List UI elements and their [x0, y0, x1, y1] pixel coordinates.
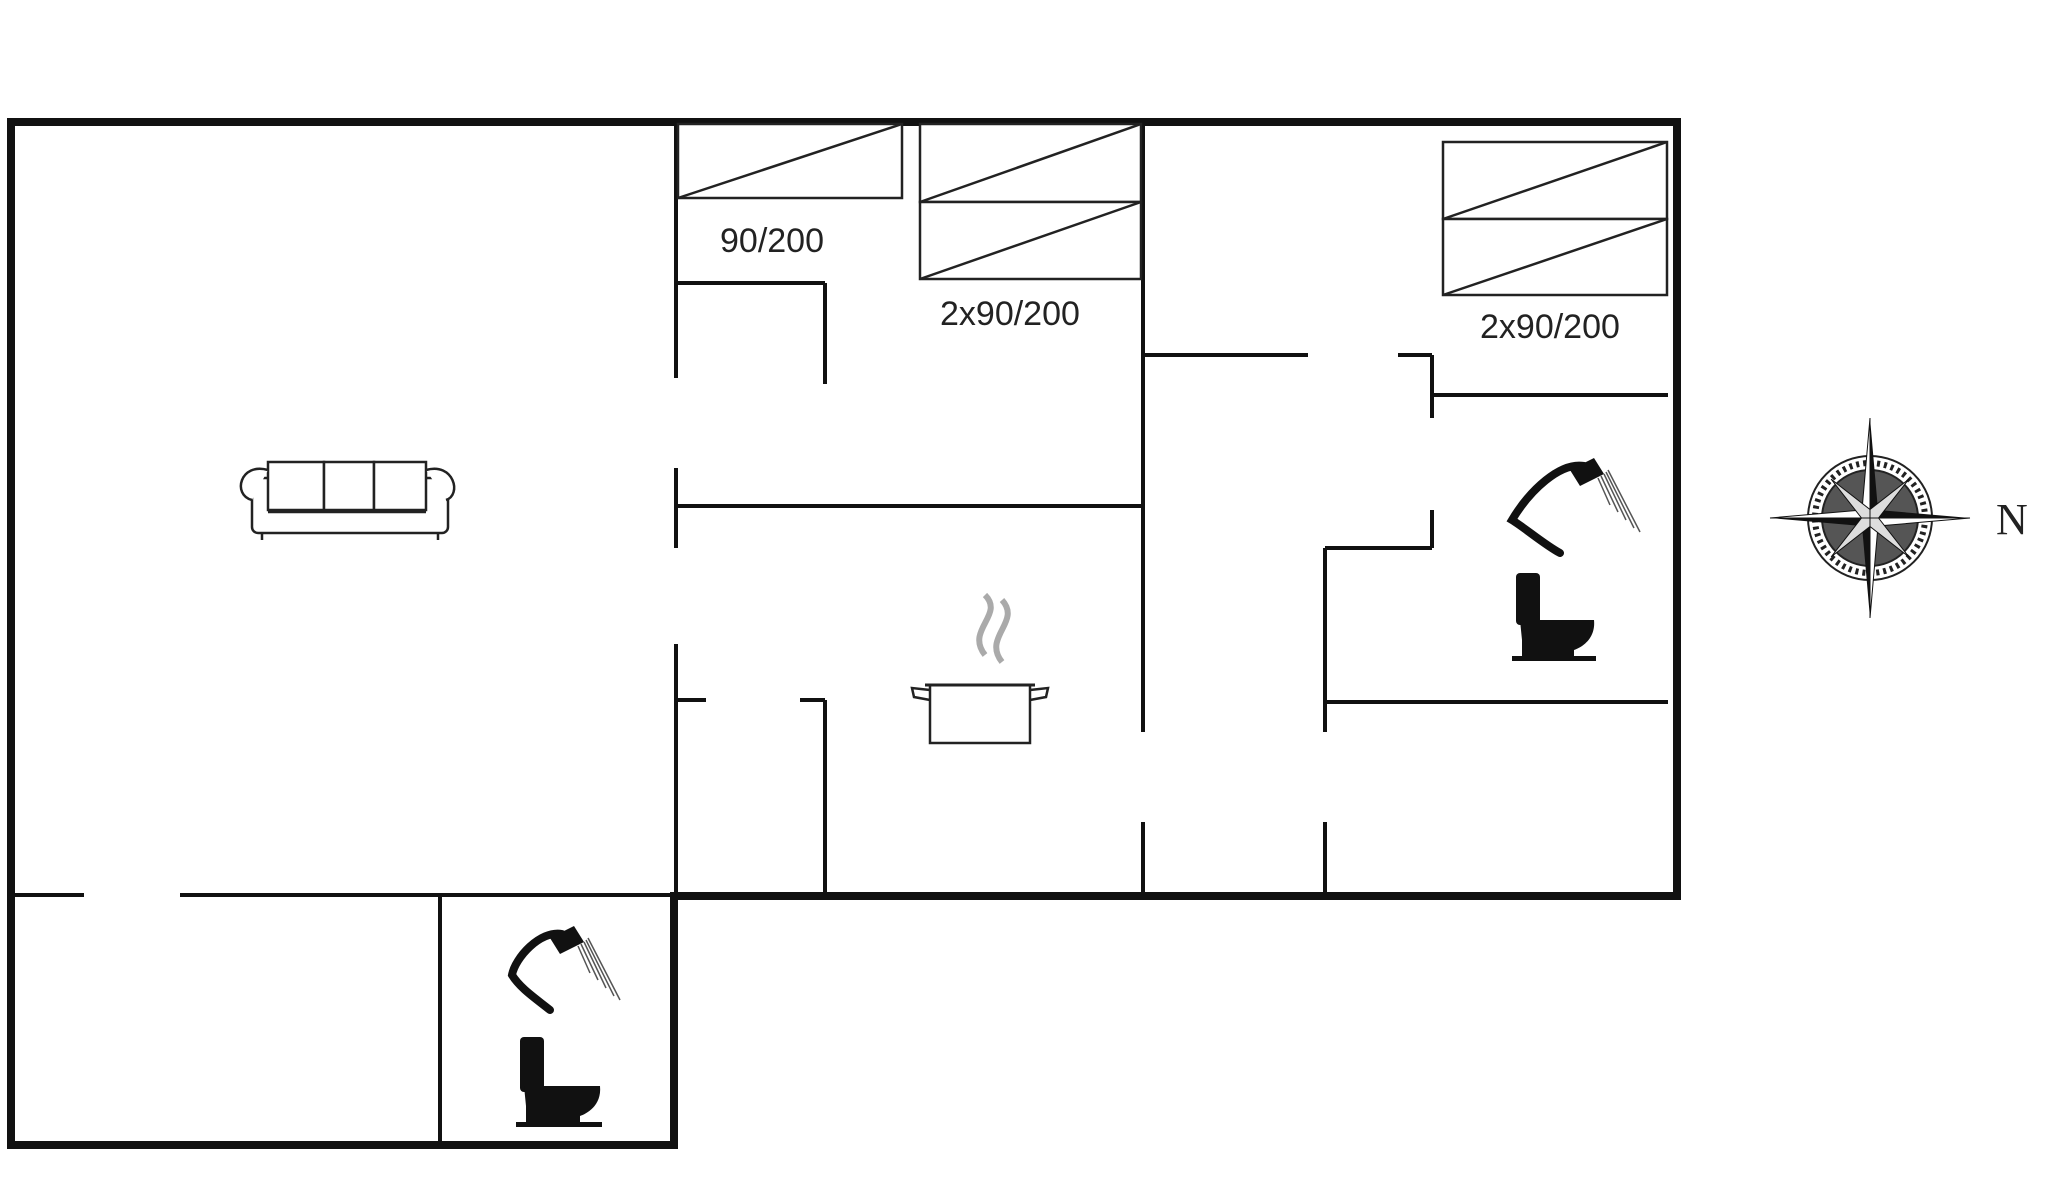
- bed-double-room-2: [918, 122, 1143, 281]
- toilet-icon: [516, 1037, 602, 1127]
- interior-walls: [11, 122, 1668, 1145]
- compass-rose-icon: [1769, 417, 1971, 619]
- toilet-icon: [1512, 573, 1596, 661]
- bed-size-label-room-3: 2x90/200: [1480, 308, 1620, 346]
- shower-icon: [507, 926, 621, 1014]
- compass-north-label: N: [1996, 495, 2028, 544]
- shower-icon: [1506, 458, 1641, 557]
- outer-walls: [7, 118, 1681, 1149]
- bed-size-label-room-2: 2x90/200: [940, 295, 1080, 333]
- sofa-icon: [239, 460, 456, 540]
- bed-single-room-1: [676, 122, 904, 200]
- kitchen-pot-icon: [910, 592, 1050, 745]
- bed-size-label-room-1: 90/200: [720, 222, 824, 260]
- beds: [676, 122, 1669, 297]
- bed-double-room-3: [1441, 140, 1669, 297]
